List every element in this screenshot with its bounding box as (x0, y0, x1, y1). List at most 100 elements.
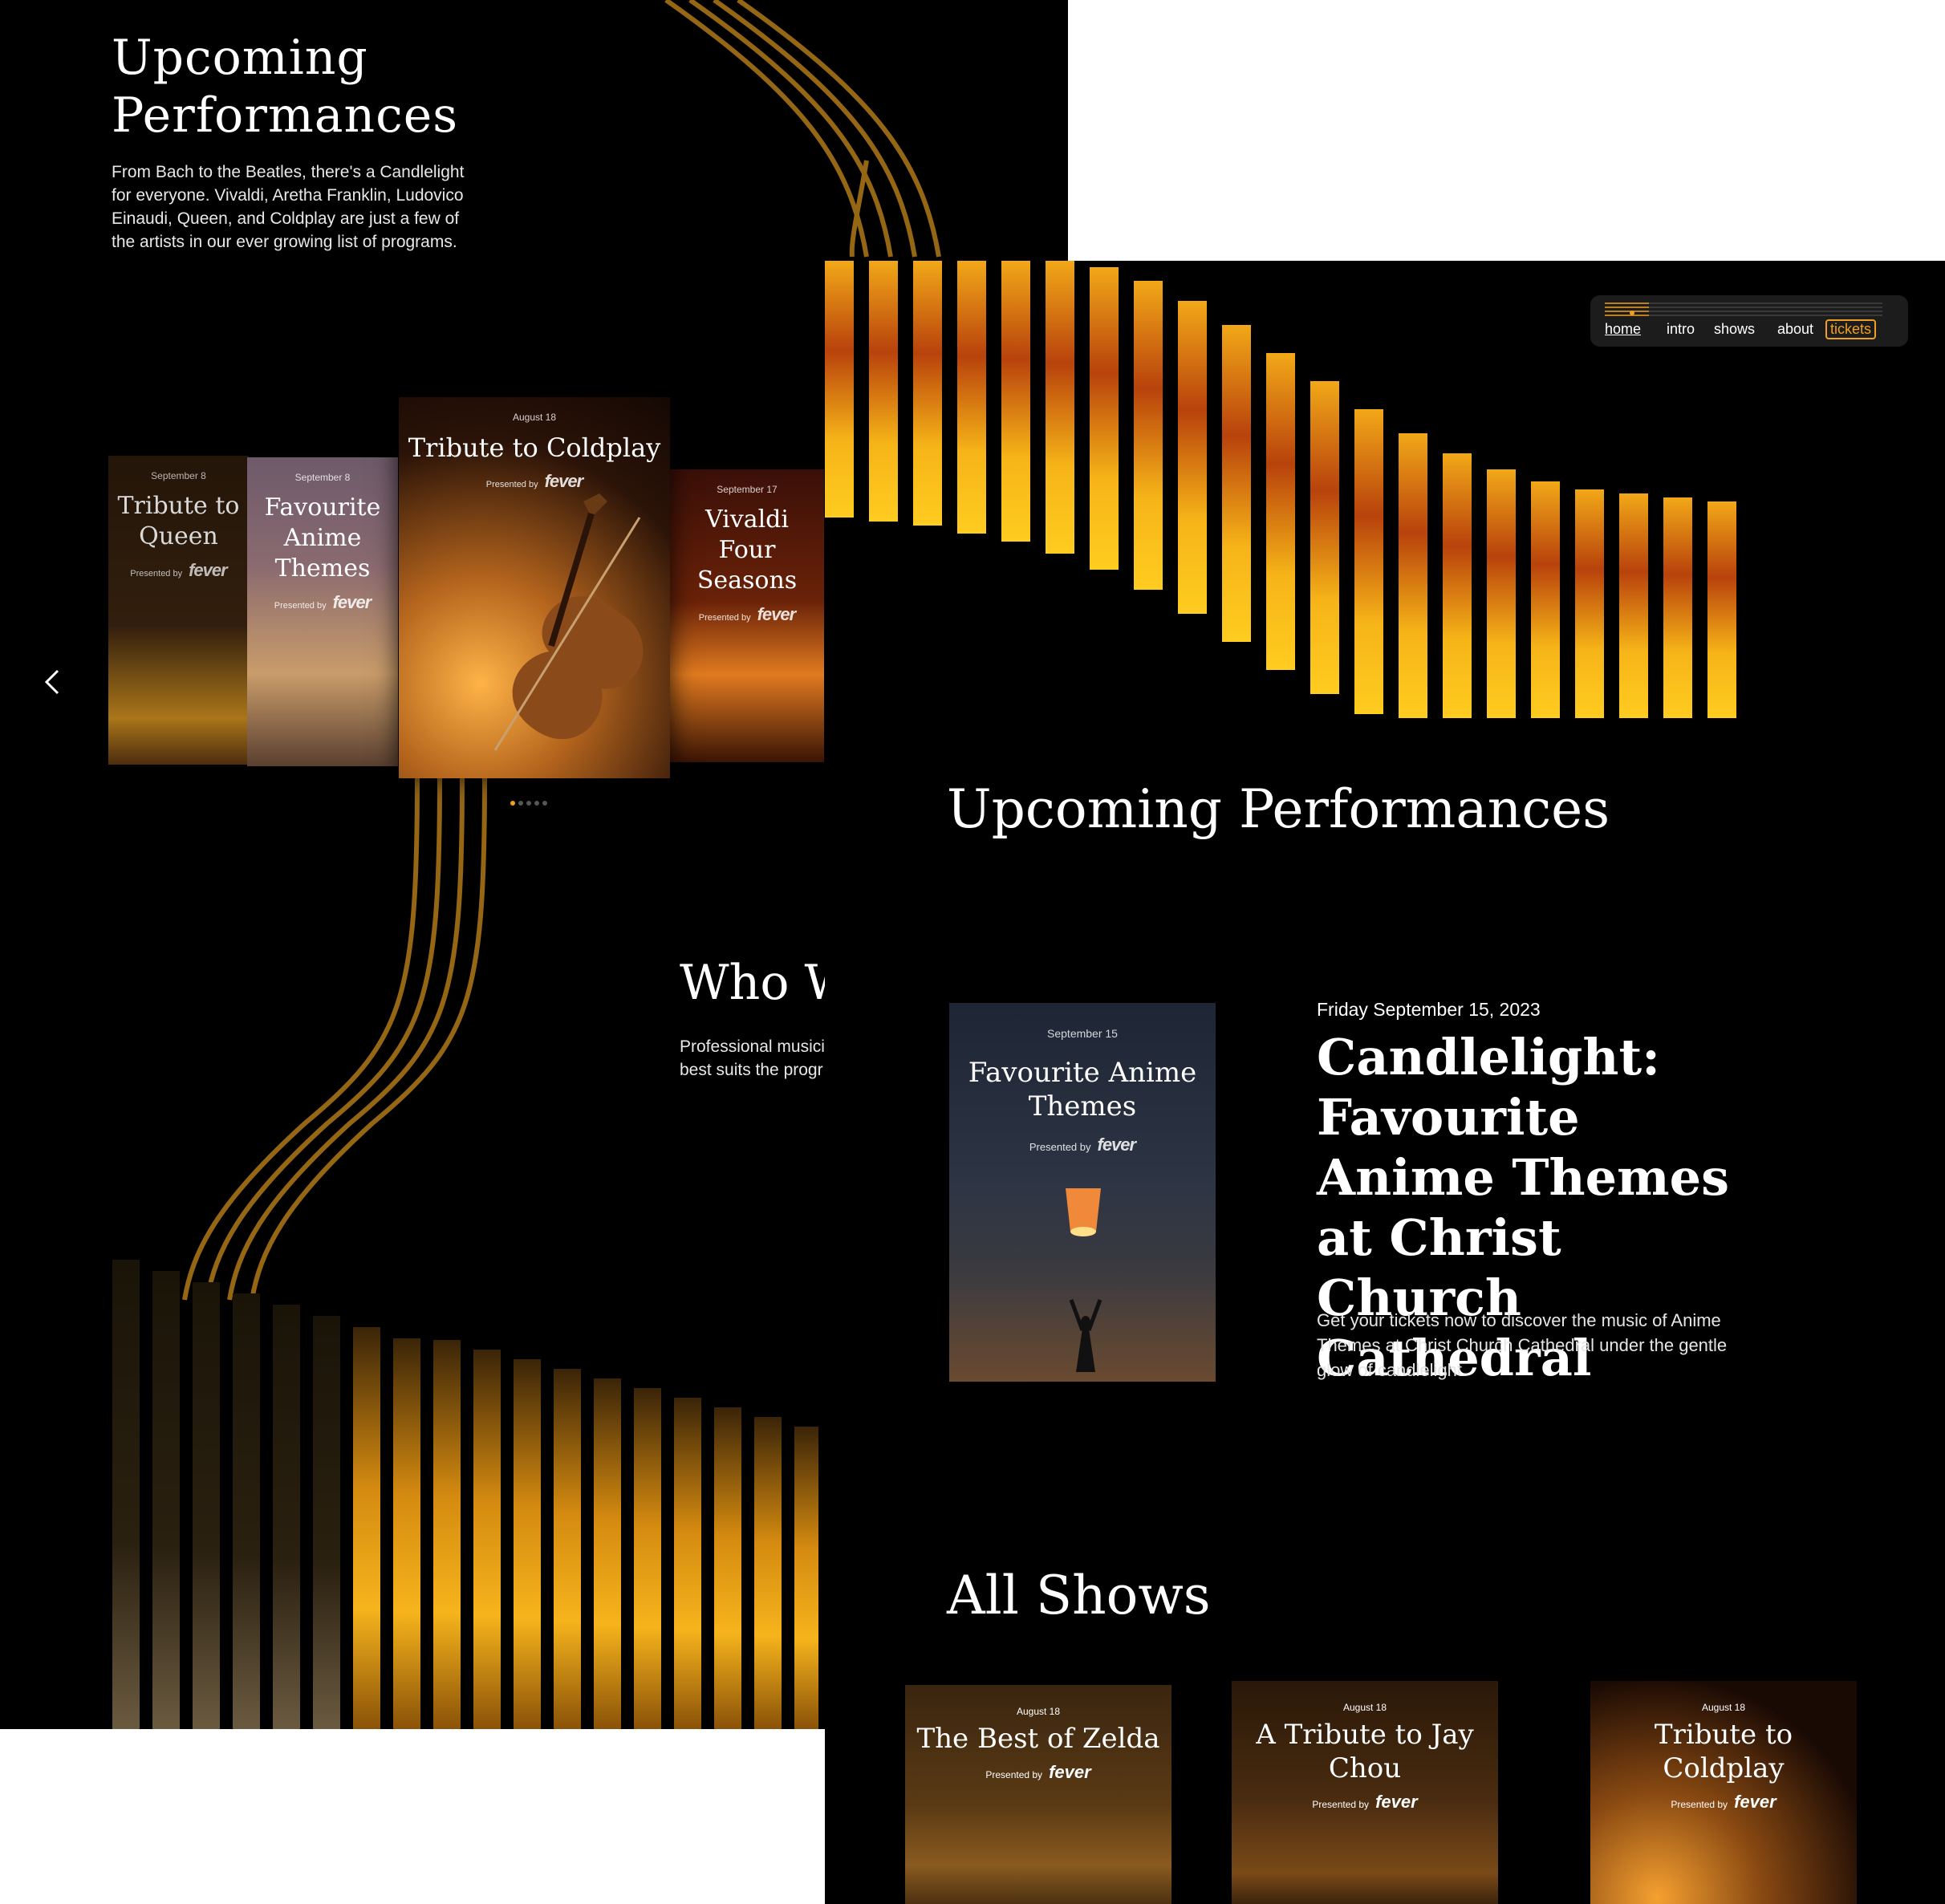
card-date: September 8 (151, 470, 206, 481)
fever-logo: fever (1375, 1792, 1418, 1812)
card-presented-by: Presented by fever (1232, 1792, 1498, 1813)
hero-stripe (1222, 325, 1251, 642)
fever-logo: fever (1049, 1762, 1091, 1782)
piano-stripe (554, 1369, 581, 1729)
presented-by-text: Presented by (698, 613, 751, 623)
pagination-dot[interactable] (526, 801, 531, 806)
piano-stripe (754, 1417, 782, 1729)
card-title: Favourite Anime Themes (264, 493, 381, 583)
card-title: Tribute to Queen (117, 492, 240, 550)
piano-stripes-image (112, 1260, 818, 1729)
fever-logo: fever (1734, 1792, 1776, 1812)
hero-stripe (1178, 301, 1207, 614)
nav-tickets-button[interactable]: tickets (1825, 319, 1877, 339)
violin-illustration (493, 493, 644, 751)
hero-stripe (1001, 261, 1030, 542)
carousel-card-queen[interactable]: September 8 Tribute to Queen Presented b… (108, 456, 249, 765)
presented-by-text: Presented by (1029, 1141, 1091, 1153)
all-shows-title: All Shows (947, 1565, 1211, 1626)
show-card-zelda[interactable]: August 18 The Best of Zelda Presented by… (905, 1685, 1171, 1904)
hero-stripe (869, 261, 898, 522)
hero-stripe (1531, 481, 1560, 718)
hero-stripe (1266, 353, 1295, 670)
hero-stripe (1134, 281, 1163, 590)
right-screen: home intro shows about tickets Upcoming … (825, 261, 1945, 1904)
hero-stripe (1090, 267, 1119, 570)
hero-stripe (825, 261, 854, 518)
presented-by-text: Presented by (1312, 1799, 1370, 1810)
featured-show-description: Get your tickets now to discover the mus… (1317, 1310, 1728, 1380)
pagination-dot[interactable] (542, 801, 547, 806)
title-line-1: Upcoming (112, 30, 368, 86)
lantern-illustration (1066, 1188, 1101, 1236)
card-date: September 8 (294, 472, 351, 483)
carousel-card-coldplay-active[interactable]: August 18 Tribute to Coldplay Presented … (399, 397, 670, 778)
piano-stripe (634, 1388, 661, 1729)
hero-stripe (1399, 433, 1427, 718)
card-title: Tribute to Coldplay (408, 432, 661, 463)
piano-stripe (273, 1305, 300, 1729)
show-card-coldplay[interactable]: August 18 Tribute to Coldplay Presented … (1590, 1681, 1857, 1904)
piano-stripe (233, 1293, 260, 1729)
card-presented-by: Presented by fever (905, 1762, 1171, 1783)
card-date: August 18 (1016, 1706, 1061, 1717)
featured-show-title: Candlelight: Favourite Anime Themes at C… (1317, 1028, 1729, 1387)
card-title: Favourite Anime Themes (968, 1057, 1197, 1123)
featured-show-poster[interactable]: September 15 Favourite Anime Themes Pres… (949, 1003, 1216, 1382)
card-date: August 18 (1701, 1702, 1746, 1713)
pagination-dot[interactable] (534, 801, 539, 806)
upcoming-performances-title: Upcoming Performances (947, 778, 1610, 840)
hero-stripe (1619, 493, 1648, 718)
card-presented-by: Presented by fever (1590, 1792, 1857, 1813)
piano-stripe (594, 1378, 621, 1729)
card-title: Tribute to Coldplay (1654, 1719, 1793, 1784)
pagination-dot[interactable] (518, 801, 523, 806)
left-page-title: Upcoming Performances (112, 29, 458, 144)
nav-intro-link[interactable]: intro (1667, 321, 1695, 337)
nav-shows-link[interactable]: shows (1714, 321, 1756, 337)
card-date: August 18 (512, 412, 557, 423)
piano-stripe (473, 1350, 501, 1729)
fever-logo: fever (544, 471, 584, 491)
hero-stripe (957, 261, 986, 534)
violin-stripes-hero-image (825, 261, 1736, 718)
music-staff-icon (1605, 302, 1882, 316)
hero-stripe (1443, 453, 1472, 718)
carousel-card-vivaldi[interactable]: September 17 Vivaldi Four Seasons Presen… (670, 469, 824, 762)
hero-stripe (1046, 261, 1074, 554)
card-date: August 18 (1342, 1702, 1387, 1713)
presented-by-text: Presented by (130, 569, 183, 579)
left-page-description: From Bach to the Beatles, there's a Cand… (112, 163, 465, 251)
who-we-are-title: Who W (680, 955, 855, 1011)
chevron-left-icon[interactable] (40, 666, 64, 698)
carousel-pagination (510, 795, 550, 810)
card-date: September 17 (717, 484, 778, 495)
presented-by-text: Presented by (274, 601, 327, 611)
carousel-card-anime[interactable]: September 8 Favourite Anime Themes Prese… (247, 457, 398, 766)
hero-stripe (1575, 489, 1604, 718)
show-card-jay-chou[interactable]: August 18 A Tribute to Jay Chou Presente… (1232, 1681, 1498, 1904)
piano-stripe (313, 1316, 340, 1729)
title-line-2: Performances (112, 87, 459, 144)
nav-home-link[interactable]: home (1605, 321, 1642, 337)
piano-stripe (193, 1282, 220, 1729)
card-date: September 15 (1047, 1027, 1118, 1040)
piano-stripe (393, 1338, 420, 1729)
presented-by-text: Presented by (1671, 1799, 1728, 1810)
card-title: The Best of Zelda (916, 1723, 1160, 1755)
piano-stripe (152, 1271, 180, 1729)
nav-about-link[interactable]: about (1777, 321, 1814, 337)
hero-stripe (1354, 409, 1383, 714)
piano-stripe (112, 1260, 140, 1729)
hero-stripe (1487, 469, 1516, 718)
pagination-dot-active[interactable] (510, 801, 515, 806)
presented-by-text: Presented by (985, 1769, 1043, 1780)
piano-stripe (794, 1427, 818, 1729)
piano-stripe (353, 1327, 380, 1729)
featured-show-date: Friday September 15, 2023 (1317, 999, 1541, 1020)
